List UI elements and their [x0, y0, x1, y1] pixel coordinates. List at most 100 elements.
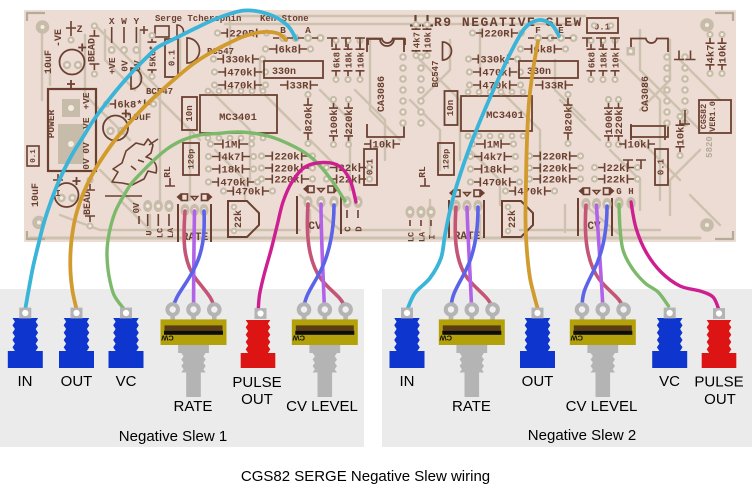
svg-text:B: B	[280, 25, 286, 36]
svg-text:220k: 220k	[274, 152, 299, 164]
svg-text:CV: CV	[308, 221, 322, 233]
svg-text:+VE: +VE	[107, 57, 118, 74]
svg-text:MC3401: MC3401	[219, 112, 257, 124]
svg-text:VC: VC	[659, 373, 680, 390]
svg-text:22k: 22k	[607, 175, 626, 187]
svg-text:X: X	[109, 16, 115, 27]
svg-text:RATE: RATE	[174, 398, 213, 415]
svg-text:U: U	[145, 230, 155, 235]
svg-text:Y: Y	[134, 16, 140, 27]
svg-text:RL: RL	[417, 166, 428, 178]
svg-text:POWER: POWER	[46, 109, 57, 138]
svg-text:5K6*: 5K6*	[149, 45, 159, 67]
svg-text:220k: 220k	[542, 164, 567, 176]
svg-text:100k: 100k	[604, 109, 616, 134]
svg-text:120p: 120p	[442, 149, 452, 169]
svg-text:0V: 0V	[81, 158, 92, 170]
svg-text:1M: 1M	[225, 140, 238, 152]
svg-text:G: G	[616, 187, 621, 197]
svg-text:18k: 18k	[222, 165, 241, 177]
svg-text:0.1: 0.1	[168, 49, 178, 66]
svg-text:10n: 10n	[185, 105, 195, 121]
svg-text:W: W	[121, 16, 127, 27]
svg-text:CW: CW	[570, 334, 583, 343]
svg-text:10k: 10k	[718, 45, 730, 64]
svg-text:PULSE: PULSE	[694, 374, 743, 391]
svg-text:220k: 220k	[542, 175, 567, 187]
svg-text:0.1: 0.1	[30, 149, 38, 163]
svg-text:BEAD: BEAD	[87, 38, 98, 62]
svg-text:470k: 470k	[482, 178, 507, 190]
svg-text:Z: Z	[77, 25, 83, 36]
svg-text:CV LEVEL: CV LEVEL	[566, 398, 638, 415]
svg-text:10k: 10k	[357, 51, 367, 68]
svg-text:CA3086: CA3086	[377, 76, 388, 112]
svg-text:220R: 220R	[229, 29, 255, 41]
svg-text:18k: 18k	[484, 165, 503, 177]
svg-text:10uF: 10uF	[31, 183, 42, 207]
svg-text:330n: 330n	[272, 67, 296, 78]
svg-text:VC: VC	[116, 373, 137, 390]
svg-text:6k8: 6k8	[588, 52, 598, 68]
svg-text:33R: 33R	[290, 81, 310, 93]
svg-text:5820: 5820	[705, 136, 715, 158]
svg-text:CV LEVEL: CV LEVEL	[286, 398, 358, 415]
svg-text:820k: 820k	[304, 106, 316, 131]
svg-text:470k: 470k	[227, 81, 252, 93]
svg-text:D: D	[355, 226, 365, 232]
svg-text:820k: 820k	[564, 106, 576, 131]
svg-text:10k: 10k	[612, 51, 622, 68]
svg-text:H: H	[628, 187, 633, 197]
svg-text:CA3086: CA3086	[641, 76, 652, 112]
svg-text:470k: 470k	[227, 68, 252, 80]
svg-text:0.1: 0.1	[657, 158, 667, 175]
svg-text:PULSE: PULSE	[232, 374, 281, 391]
svg-text:10uF: 10uF	[44, 50, 55, 74]
svg-text:RL: RL	[162, 166, 173, 178]
svg-text:10uF: 10uF	[127, 113, 151, 124]
svg-text:10k: 10k	[628, 140, 647, 152]
svg-text:0V: 0V	[120, 60, 131, 72]
svg-text:220k: 220k	[614, 109, 626, 134]
svg-text:22k: 22k	[233, 210, 245, 228]
svg-text:0.1: 0.1	[366, 158, 376, 175]
svg-text:OUT: OUT	[704, 391, 736, 408]
svg-text:IN: IN	[18, 373, 33, 390]
svg-text:6k8*: 6k8*	[117, 100, 142, 112]
svg-text:IN: IN	[400, 373, 415, 390]
svg-text:LC: LC	[155, 228, 165, 238]
svg-text:OUT: OUT	[241, 391, 273, 408]
svg-text:470k: 470k	[235, 187, 260, 199]
svg-text:1M: 1M	[487, 140, 500, 152]
svg-text:OUT: OUT	[522, 373, 554, 390]
svg-text:220k: 220k	[344, 109, 356, 134]
svg-text:330k: 330k	[225, 55, 250, 67]
svg-text:22k: 22k	[607, 163, 626, 175]
svg-text:RATE: RATE	[452, 398, 491, 415]
svg-text:Ken Stone: Ken Stone	[260, 14, 309, 24]
svg-text:OUT: OUT	[61, 373, 93, 390]
svg-text:I: I	[55, 189, 60, 199]
svg-text:CGS82 SERGE Negative Slew wiri: CGS82 SERGE Negative Slew wiring	[241, 468, 490, 485]
svg-text:Negative Slew 2: Negative Slew 2	[528, 427, 636, 444]
svg-text:Serge Tcherepnin: Serge Tcherepnin	[155, 14, 241, 24]
svg-text:4k7: 4k7	[706, 45, 718, 64]
svg-text:-VE: -VE	[54, 29, 65, 47]
svg-text:330n: 330n	[527, 67, 551, 78]
svg-text:4k7: 4k7	[484, 152, 503, 164]
svg-text:220k: 220k	[274, 164, 299, 176]
svg-text:-VE: -VE	[81, 117, 92, 134]
svg-text:18k: 18k	[345, 51, 355, 68]
svg-text:10k: 10k	[676, 127, 688, 146]
svg-text:F: F	[535, 25, 541, 36]
svg-text:BEAD: BEAD	[83, 191, 94, 215]
svg-text:10k: 10k	[424, 31, 434, 48]
svg-text:220R: 220R	[484, 29, 510, 41]
svg-text:0.1: 0.1	[594, 23, 611, 33]
svg-text:CGS82: CGS82	[699, 104, 709, 130]
svg-text:C: C	[344, 226, 354, 232]
svg-text:0V: 0V	[132, 202, 142, 213]
svg-text:330k: 330k	[480, 55, 505, 67]
svg-text:4k7: 4k7	[222, 152, 241, 164]
svg-text:18k: 18k	[600, 51, 610, 68]
